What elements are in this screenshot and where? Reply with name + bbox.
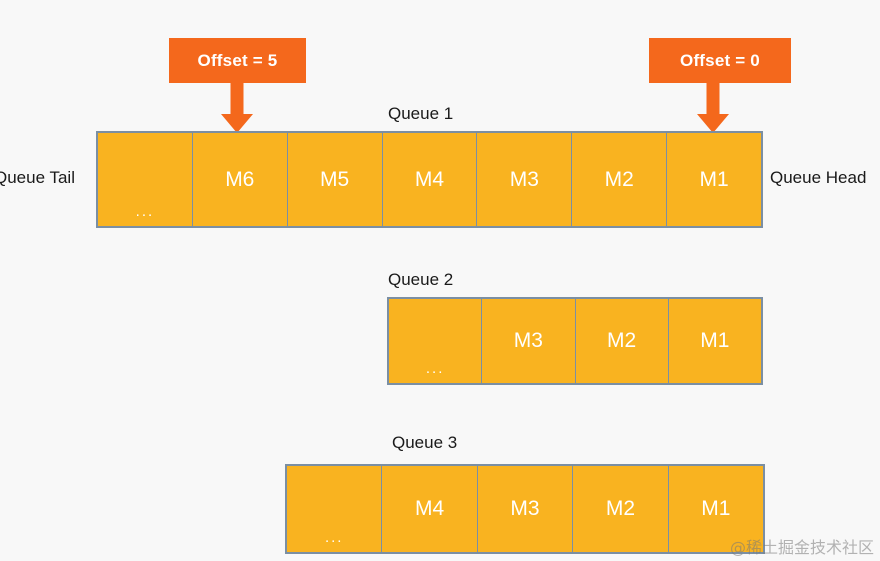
- queue-1-title: Queue 1: [388, 104, 454, 123]
- queue-2-cell-1[interactable]: M3: [482, 299, 576, 383]
- queue-2-cell-3[interactable]: M1: [668, 299, 761, 383]
- queue-3-cell-4[interactable]: M1: [668, 466, 764, 552]
- queue-3-cell-1[interactable]: M4: [382, 466, 478, 552]
- watermark: @稀土掘金技术社区: [729, 538, 874, 557]
- queue-2-row: ... M3 M2 M1: [387, 297, 763, 385]
- queue-3-cell-0[interactable]: ...: [287, 466, 383, 552]
- queue-head-label: Queue Head: [770, 168, 867, 187]
- queue-2-title: Queue 2: [388, 270, 454, 289]
- queue-1-cell-2[interactable]: M5: [287, 133, 383, 226]
- queue-3-title: Queue 3: [392, 433, 458, 452]
- queue-1-cell-1[interactable]: M6: [192, 133, 288, 226]
- offset-arrow-0-icon: [683, 83, 743, 133]
- queue-3-cell-2[interactable]: M3: [477, 466, 574, 552]
- offset-arrow-5-icon: [207, 83, 267, 133]
- queue-1-cell-4[interactable]: M3: [477, 133, 573, 226]
- queue-2-cell-0[interactable]: ...: [389, 299, 483, 383]
- queue-1-cell-3[interactable]: M4: [382, 133, 478, 226]
- queue-3-row: ... M4 M3 M2 M1: [285, 464, 765, 554]
- queue-1-cell-5[interactable]: M2: [572, 133, 668, 226]
- queue-1-cell-0[interactable]: ...: [98, 133, 193, 226]
- offset-callout-5: Offset = 5: [169, 38, 306, 83]
- offset-callout-0: Offset = 0: [649, 38, 791, 83]
- queue-1-cell-6[interactable]: M1: [667, 133, 762, 226]
- queue-3-cell-3[interactable]: M2: [573, 466, 669, 552]
- queue-1-row: ... M6 M5 M4 M3 M2 M1: [96, 131, 763, 228]
- queue-2-cell-2[interactable]: M2: [575, 299, 669, 383]
- queue-tail-label: Queue Tail: [0, 168, 75, 187]
